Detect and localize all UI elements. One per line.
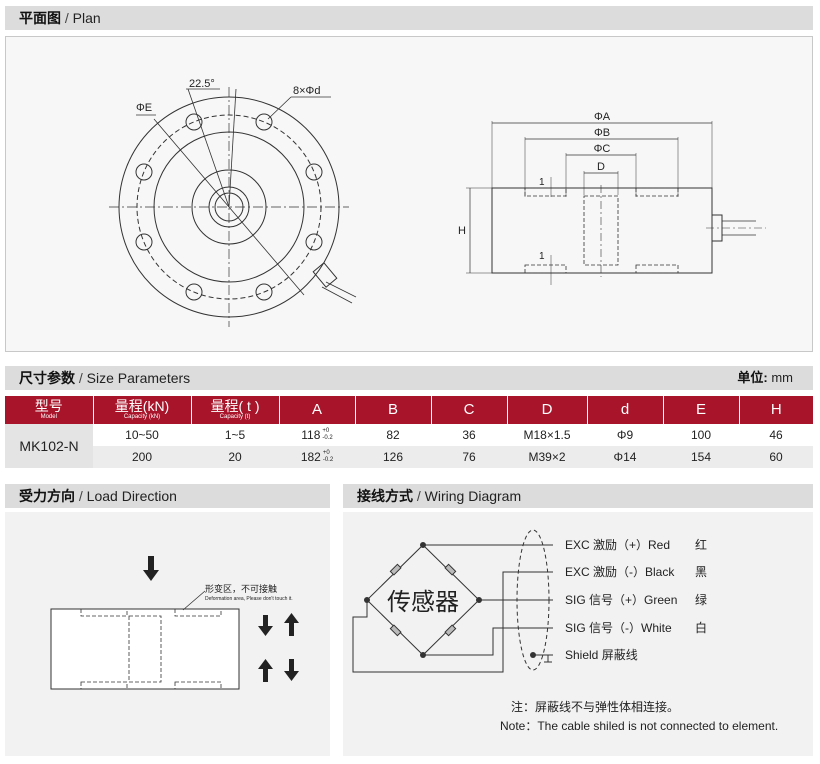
cell-kn: 200 bbox=[93, 446, 191, 468]
size-title-cn: 尺寸参数 bbox=[19, 370, 75, 386]
header-E: E bbox=[662, 396, 739, 424]
wire-exc-plus-cn: 红 bbox=[695, 537, 707, 552]
cell-d: Φ14 bbox=[587, 446, 663, 468]
wire-exc-plus: EXC 激励（+）Red bbox=[565, 538, 670, 552]
side-body bbox=[491, 187, 713, 274]
header-A: A bbox=[278, 396, 355, 424]
size-title-slash: / bbox=[78, 370, 83, 386]
cell-E: 154 bbox=[663, 446, 739, 468]
wire-shield: Shield 屏蔽线 bbox=[565, 648, 638, 662]
model-cell: MK102-N bbox=[5, 424, 93, 468]
cell-B: 82 bbox=[355, 424, 431, 446]
cell-H: 60 bbox=[739, 446, 813, 468]
plan-drawing-panel: 22.5° 8×Φd ΦE bbox=[5, 36, 813, 352]
wire-sig-minus: SIG 信号（-）White bbox=[565, 621, 672, 635]
phiB-label: ΦB bbox=[594, 127, 610, 139]
plan-drawing: 22.5° 8×Φd ΦE bbox=[109, 78, 766, 327]
wiring-title-slash: / bbox=[416, 488, 421, 504]
phiE-label: ΦE bbox=[136, 102, 152, 114]
plan-side-view bbox=[466, 121, 766, 285]
deform-label-cn: 形变区，不可接触 bbox=[205, 584, 278, 594]
cable-gland bbox=[312, 262, 338, 288]
table-row: 200 20 182+0-0.2 126 76 M39×2 Φ14 154 60 bbox=[5, 446, 813, 468]
wire-exc-minus-cn: 黑 bbox=[695, 565, 707, 579]
bolt-hole bbox=[185, 113, 203, 131]
load-title-en: Load Direction bbox=[86, 488, 177, 504]
tension-arrows-icon bbox=[258, 659, 299, 682]
cell-t: 1~5 bbox=[191, 424, 279, 446]
load-direction-drawing bbox=[50, 556, 299, 690]
cell-C: 76 bbox=[431, 446, 507, 468]
load-title-slash: / bbox=[78, 488, 83, 504]
wiring-section-header: 接线方式 / Wiring Diagram bbox=[343, 484, 813, 508]
size-section-header: 尺寸参数 / Size Parameters 单位: mm bbox=[5, 366, 813, 390]
wiring-title-en: Wiring Diagram bbox=[424, 488, 522, 504]
one-top-label: 1 bbox=[539, 177, 545, 188]
plan-top-view bbox=[109, 87, 357, 327]
wiring-note-en: Note：The cable shiled is not connected t… bbox=[500, 719, 779, 733]
cell-A: 118+0-0.2 bbox=[279, 424, 355, 446]
load-arrow-down-icon bbox=[143, 556, 159, 581]
wiring-diagram-panel: 传感器 EXC 激励（+）Red 红 EXC 激励（-）Black 黑 SIG … bbox=[343, 512, 813, 756]
angle-label: 22.5° bbox=[189, 78, 215, 90]
cell-d: Φ9 bbox=[587, 424, 663, 446]
wire-sig-minus-cn: 白 bbox=[695, 620, 707, 635]
wiring-title-cn: 接线方式 bbox=[357, 488, 413, 504]
plan-title-en: Plan bbox=[72, 10, 101, 26]
load-section-header: 受力方向 / Load Direction bbox=[5, 484, 330, 508]
wire-sig-plus-cn: 绿 bbox=[695, 592, 707, 607]
cell-A: 182+0-0.2 bbox=[279, 446, 355, 468]
phiC-label: ΦC bbox=[594, 143, 611, 155]
wire-sig-plus: SIG 信号（+）Green bbox=[565, 593, 677, 607]
one-bottom-label: 1 bbox=[539, 251, 545, 262]
wire-exc-minus: EXC 激励（-）Black bbox=[565, 565, 675, 579]
bolt-hole bbox=[185, 283, 203, 301]
header-d: d bbox=[586, 396, 663, 424]
cell-D: M18×1.5 bbox=[507, 424, 587, 446]
bolt-hole bbox=[255, 113, 273, 131]
bolt-hole bbox=[305, 233, 323, 251]
wiring-diagram-drawing: 传感器 EXC 激励（+）Red 红 EXC 激励（-）Black 黑 SIG … bbox=[352, 529, 707, 673]
load-title-cn: 受力方向 bbox=[19, 488, 75, 504]
H-label: H bbox=[458, 225, 466, 237]
cell-B: 126 bbox=[355, 446, 431, 468]
unit-value: mm bbox=[771, 370, 793, 385]
bolt-hole bbox=[255, 283, 273, 301]
phiA-label: ΦA bbox=[594, 111, 611, 123]
D-label: D bbox=[597, 161, 605, 173]
table-row: MK102-N 10~50 1~5 118+0-0.2 82 36 M18×1.… bbox=[5, 424, 813, 468]
header-D: D bbox=[506, 396, 587, 424]
plan-section-header: 平面图 / Plan bbox=[5, 6, 813, 30]
plan-title-cn: 平面图 bbox=[19, 10, 61, 26]
cell-t: 20 bbox=[191, 446, 279, 468]
bolt-hole bbox=[135, 163, 153, 181]
compression-arrows-icon bbox=[258, 613, 299, 636]
cell-E: 100 bbox=[663, 424, 739, 446]
load-body bbox=[50, 608, 240, 690]
header-B: B bbox=[354, 396, 431, 424]
wiring-note-cn: 注：屏蔽线不与弹性体相连接。 bbox=[511, 700, 680, 714]
sensor-label: 传感器 bbox=[387, 589, 459, 616]
deform-label-en: Deformation area, Please don't touch it. bbox=[205, 596, 293, 602]
header-capacity-kn: 量程(kN)Capacity (kN) bbox=[92, 396, 191, 424]
holes-label: 8×Φd bbox=[293, 85, 320, 97]
bolt-hole bbox=[135, 233, 153, 251]
cell-H: 46 bbox=[739, 424, 813, 446]
unit-label: 单位: bbox=[737, 370, 768, 385]
bolt-hole bbox=[305, 163, 323, 181]
header-capacity-t: 量程( t )Capacity (t) bbox=[190, 396, 279, 424]
load-direction-panel: 形变区，不可接触 Deformation area, Please don't … bbox=[5, 512, 330, 756]
plan-title-slash: / bbox=[64, 10, 69, 26]
cell-C: 36 bbox=[431, 424, 507, 446]
unit-indicator: 单位: mm bbox=[737, 366, 793, 390]
header-H: H bbox=[738, 396, 813, 424]
header-C: C bbox=[430, 396, 507, 424]
cell-D: M39×2 bbox=[507, 446, 587, 468]
size-title-en: Size Parameters bbox=[86, 370, 191, 386]
cell-kn: 10~50 bbox=[93, 424, 191, 446]
